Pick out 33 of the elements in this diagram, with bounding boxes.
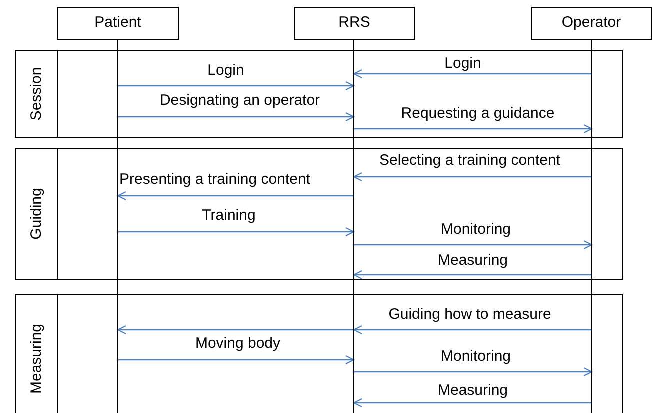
message-label: Moving body <box>194 335 282 353</box>
frame-label: Measuring <box>26 324 46 394</box>
message-label: Monitoring <box>440 348 512 366</box>
message-arrow <box>353 172 592 182</box>
participant-name: RRS <box>338 13 370 34</box>
frame-label: Session <box>26 67 46 121</box>
message-arrow <box>353 325 592 335</box>
frame-label: Guiding <box>26 188 46 240</box>
message-label: Selecting a training content <box>378 152 562 170</box>
message-arrow <box>117 191 354 201</box>
message-label: Measuring <box>436 252 510 270</box>
message-label: Presenting a training content <box>118 171 312 189</box>
message-label: Requesting a guidance <box>400 105 556 123</box>
message-label: Measuring <box>436 382 510 400</box>
message-arrow <box>118 355 355 365</box>
message-label: Guiding how to measure <box>388 306 552 324</box>
message-arrow <box>353 270 592 280</box>
message-label: Monitoring <box>440 221 512 239</box>
message-arrow <box>118 227 355 237</box>
message-label: Designating an operator <box>158 92 322 110</box>
participant-name: Patient <box>94 13 142 34</box>
message-arrow <box>354 367 593 377</box>
participant-name: Operator <box>562 13 622 34</box>
message-label: Login <box>444 55 482 73</box>
message-label: Training <box>201 207 257 225</box>
message-arrow <box>354 124 593 134</box>
message-arrow <box>354 240 593 250</box>
message-label: Login <box>206 62 246 80</box>
message-arrow <box>353 398 592 408</box>
message-arrow <box>118 81 355 91</box>
message-arrow <box>117 325 354 335</box>
message-arrow <box>118 112 355 122</box>
message-arrow <box>353 69 592 79</box>
